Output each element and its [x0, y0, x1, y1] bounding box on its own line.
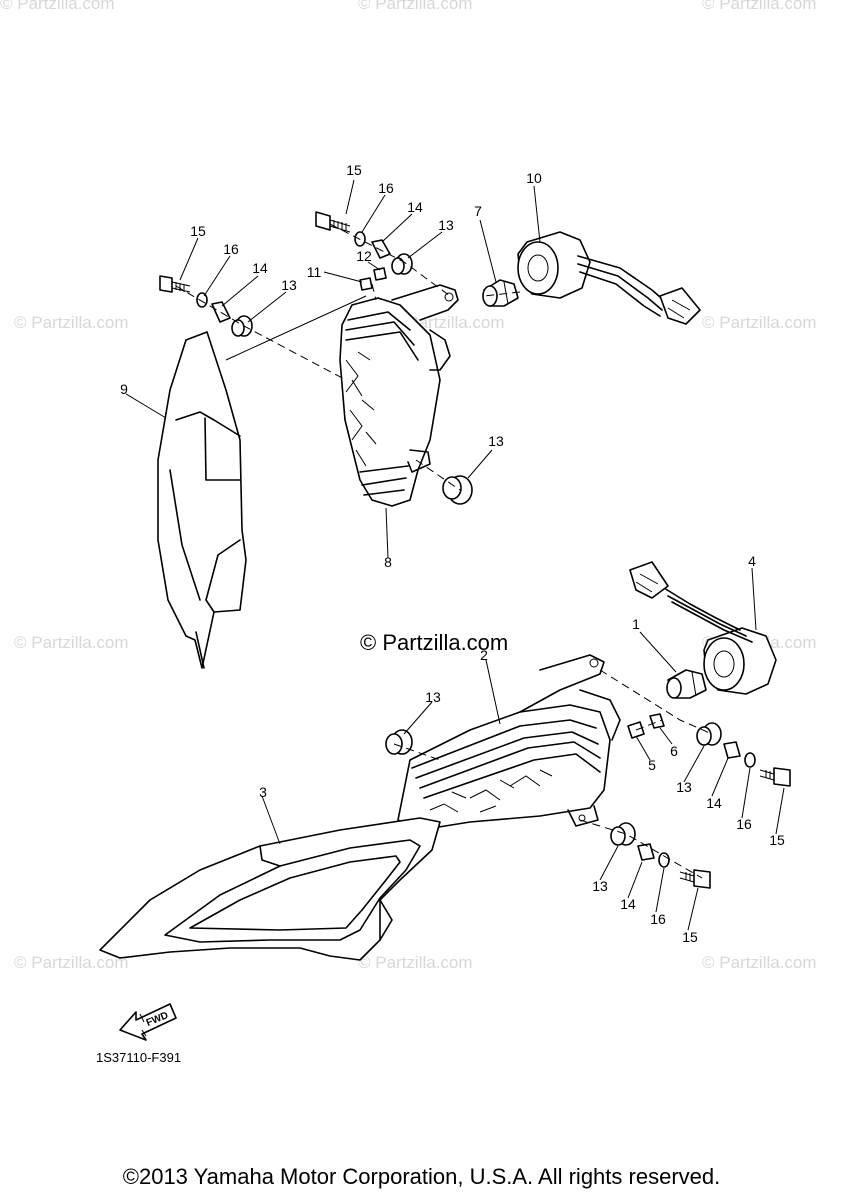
watermark: © Partzilla.com	[702, 953, 817, 972]
part-7-bulb-upper	[482, 279, 519, 307]
callout-13: 13	[425, 689, 441, 705]
drawing-code: 1S37110-F391	[96, 1050, 182, 1065]
callout-11: 11	[306, 264, 322, 280]
part-1-bulb-lower	[666, 669, 707, 699]
upper-hardware	[159, 211, 473, 505]
callout-13: 13	[676, 779, 692, 795]
callout-13: 13	[438, 217, 454, 233]
callout-16: 16	[650, 911, 666, 927]
callout-14: 14	[407, 199, 423, 215]
leader-lines	[125, 179, 785, 931]
watermark: © Partzilla.com	[358, 953, 473, 972]
fwd-arrow-icon	[119, 1003, 177, 1041]
callout-1: 1	[632, 616, 640, 632]
copyright-notice: ©2013 Yamaha Motor Corporation, U.S.A. A…	[122, 1164, 721, 1189]
callout-14: 14	[252, 260, 268, 276]
callout-6: 6	[670, 743, 678, 759]
callout-15: 15	[190, 223, 206, 239]
part-2-lamp-unit-lower	[397, 654, 621, 831]
callout-12: 12	[356, 248, 372, 264]
callout-16: 16	[378, 180, 394, 196]
part-4-socket-harness-lower	[629, 561, 777, 695]
watermark: © Partzilla.com	[702, 313, 817, 332]
callout-15: 15	[682, 929, 698, 945]
callout-13: 13	[592, 878, 608, 894]
callout-14: 14	[706, 795, 722, 811]
callout-2: 2	[480, 647, 488, 663]
assembly-lines	[175, 223, 713, 879]
callout-3: 3	[259, 784, 267, 800]
part-8-lamp-unit-upper	[339, 284, 459, 507]
callout-15: 15	[769, 832, 785, 848]
callout-7: 7	[474, 203, 482, 219]
callout-13: 13	[488, 433, 504, 449]
watermark: © Partzilla.com	[14, 633, 129, 652]
callout-14: 14	[620, 896, 636, 912]
part-3-cover-lower	[99, 817, 441, 961]
watermark: © Partzilla.com	[0, 0, 115, 13]
callout-10: 10	[526, 170, 542, 186]
callout-16: 16	[736, 816, 752, 832]
callout-4: 4	[748, 553, 756, 569]
center-watermark: © Partzilla.com	[360, 630, 509, 655]
callout-8: 8	[384, 554, 392, 570]
callout-13: 13	[281, 277, 297, 293]
watermark: © Partzilla.com	[358, 0, 473, 13]
callout-5: 5	[648, 757, 656, 773]
part-10-socket-harness-upper	[517, 231, 701, 325]
watermark: © Partzilla.com	[14, 313, 129, 332]
callout-9: 9	[120, 381, 128, 397]
part-9-cover-left	[157, 331, 247, 669]
callout-15: 15	[346, 162, 362, 178]
lower-hardware	[385, 713, 791, 889]
watermark: © Partzilla.com	[14, 953, 129, 972]
callout-16: 16	[223, 241, 239, 257]
watermark: © Partzilla.com	[702, 0, 817, 13]
